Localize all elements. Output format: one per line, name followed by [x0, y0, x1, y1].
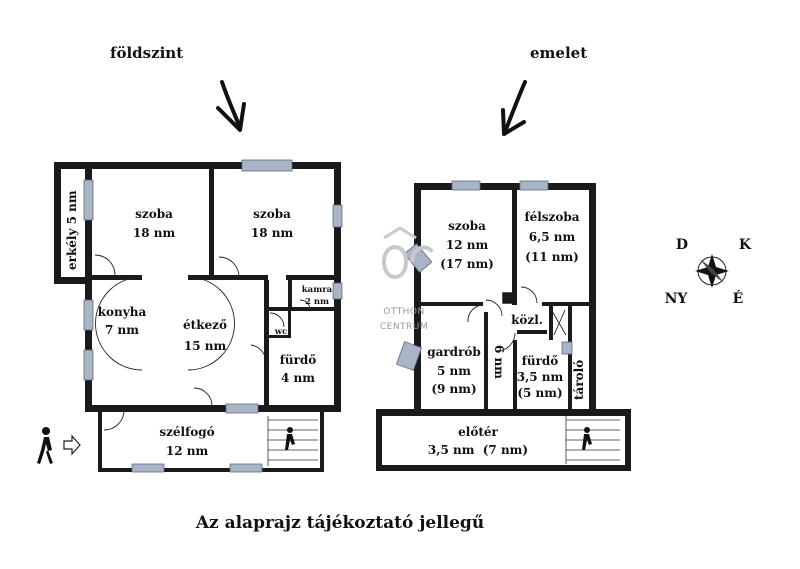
- watermark-line2: CENTRUM: [380, 322, 428, 332]
- entrance-arrow-icon: [63, 434, 81, 456]
- compass-n-label: D: [676, 237, 688, 253]
- stair-walker-icon-upper: [582, 427, 592, 450]
- disclaimer-text: Az alaprajz tájékoztató jellegű: [195, 513, 484, 533]
- wardrobe-area2: (9 nm): [431, 382, 476, 396]
- upper-floor-heading: emelet: [530, 44, 587, 62]
- halfroom-area2: (11 nm): [525, 250, 579, 264]
- compass-e-label: K: [739, 237, 752, 253]
- ground-arrow-icon: [216, 80, 246, 132]
- upper-bathroom-area2: (5 nm): [517, 386, 562, 400]
- halfroom-name: félszoba: [524, 210, 579, 224]
- hall-name: előtér: [458, 425, 498, 439]
- upper-room-area2: (17 nm): [440, 257, 494, 271]
- walking-person-icon: [37, 427, 53, 464]
- kitchen-area: 7 nm: [105, 323, 139, 337]
- room2-area: 18 nm: [251, 226, 294, 240]
- pantry-name: kamra: [302, 285, 333, 295]
- upper-bathroom-name: fürdő: [522, 354, 559, 368]
- passage-area: 6 nm: [492, 345, 506, 379]
- room1-name: szoba: [135, 207, 173, 221]
- upper-room-name: szoba: [448, 219, 486, 233]
- dining-area: 15 nm: [184, 339, 227, 353]
- vestibule-name: szélfogó: [159, 425, 214, 439]
- watermark-line1: OTTHON: [383, 307, 425, 317]
- room2-name: szoba: [253, 207, 291, 221]
- stair-walker-icon: [285, 427, 295, 450]
- bathroom-area: 4 nm: [281, 371, 315, 385]
- compass-w-label: NY: [665, 291, 689, 307]
- wardrobe-area: 5 nm: [437, 364, 471, 378]
- storage-label: tároló: [572, 360, 586, 400]
- ground-floor-heading: földszint: [110, 44, 183, 62]
- pantry-area: 2 nm: [305, 297, 329, 307]
- ground-floor-plan: [54, 159, 343, 473]
- room1-area: 18 nm: [133, 226, 176, 240]
- upper-arrow-icon: [501, 80, 527, 136]
- halfroom-area: 6,5 nm: [529, 230, 576, 244]
- kitchen-name: konyha: [98, 305, 147, 319]
- dining-name: étkező: [183, 318, 227, 332]
- corridor-label: közl.: [511, 313, 543, 327]
- hall-area: 3,5 nm (7 nm): [428, 443, 528, 457]
- upper-floor-plan: [376, 180, 631, 471]
- upper-bathroom-area: 3,5 nm: [517, 370, 564, 384]
- balcony-label: erkély 5 nm: [65, 190, 79, 270]
- bathroom-name: fürdő: [280, 353, 317, 367]
- otthon-centrum-watermark: OTTHON CENTRUM: [380, 226, 434, 332]
- compass-icon: [695, 254, 729, 288]
- wc-label: wc: [274, 327, 288, 337]
- upper-room-area: 12 nm: [446, 238, 489, 252]
- compass-s-label: É: [733, 289, 744, 307]
- wardrobe-name: gardrób: [427, 345, 481, 359]
- vestibule-area: 12 nm: [166, 444, 209, 458]
